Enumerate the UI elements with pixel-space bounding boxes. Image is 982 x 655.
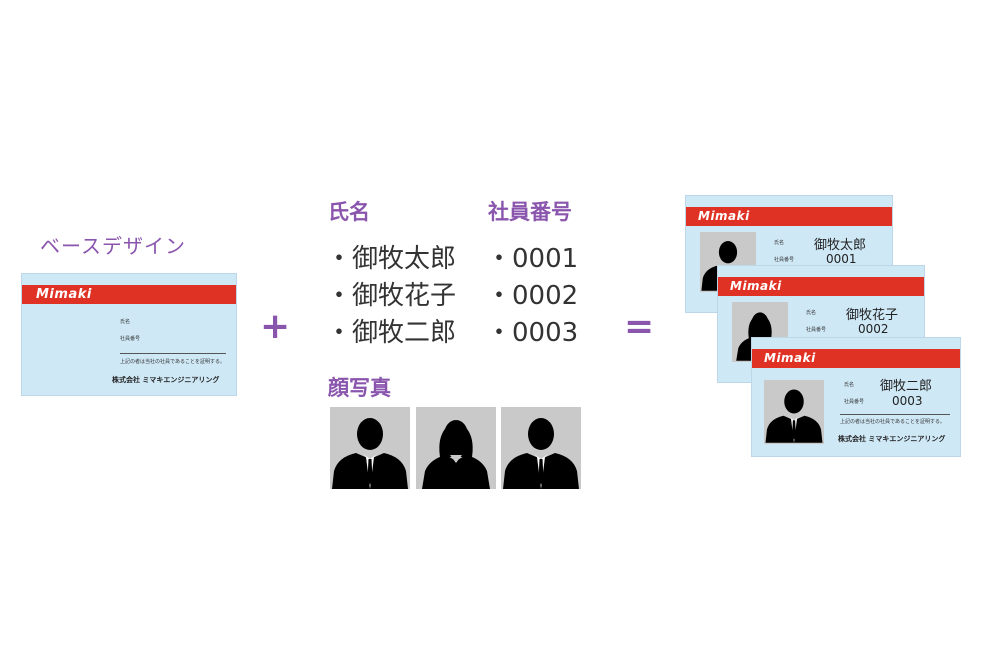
result-card: Mimaki 氏名 御牧二郎 社員番号 0003 上記の者は当社の社員であること… bbox=[752, 338, 960, 456]
employee-name: 御牧太郎 bbox=[814, 238, 867, 253]
field-name-label: 氏名 bbox=[774, 240, 785, 246]
brand-band bbox=[686, 207, 892, 226]
name-row: ・御牧太郎 bbox=[326, 244, 457, 274]
company-name: 株式会社 ミマキエンジニアリング bbox=[838, 435, 946, 443]
male-silhouette-icon bbox=[503, 418, 579, 489]
photo-male bbox=[501, 407, 581, 489]
employee-number: 0003 bbox=[892, 394, 923, 408]
company-name: 株式会社 ミマキエンジニアリング bbox=[112, 376, 220, 384]
photos-label: 顔写真 bbox=[328, 376, 391, 400]
employee-number: 0002 bbox=[858, 322, 889, 336]
field-name-label: 氏名 bbox=[844, 382, 855, 388]
brand-band bbox=[718, 277, 924, 296]
employee-name: 御牧二郎 bbox=[880, 379, 933, 394]
male-silhouette-icon bbox=[765, 389, 823, 443]
mimaki-logo: Mimaki bbox=[764, 351, 816, 365]
brand-band bbox=[22, 285, 236, 304]
number-row: ・0001 bbox=[486, 244, 579, 274]
number-row: ・0002 bbox=[486, 281, 579, 311]
card-photo bbox=[764, 380, 824, 444]
name-row: ・御牧二郎 bbox=[326, 318, 457, 348]
equals-sign: = bbox=[624, 306, 655, 347]
divider bbox=[120, 353, 226, 354]
male-silhouette-icon bbox=[332, 418, 408, 489]
employee-name: 御牧花子 bbox=[846, 308, 899, 323]
base-design-label: ベースデザイン bbox=[40, 234, 186, 258]
field-number-label: 社員番号 bbox=[806, 327, 827, 333]
number-row: ・0003 bbox=[486, 318, 579, 348]
plus-sign: + bbox=[260, 306, 291, 347]
mimaki-logo: Mimaki bbox=[36, 287, 92, 302]
field-name-label: 氏名 bbox=[120, 319, 131, 325]
employee-number: 0001 bbox=[826, 252, 857, 266]
name-row: ・御牧花子 bbox=[326, 281, 457, 311]
field-number-label: 社員番号 bbox=[120, 336, 141, 342]
footer-note: 上記の者は当社の社員であることを証明する。 bbox=[840, 419, 945, 425]
base-design-card: Mimaki 氏名 社員番号 上記の者は当社の社員であることを証明する。 株式会… bbox=[22, 274, 236, 395]
number-header: 社員番号 bbox=[488, 200, 572, 224]
brand-band bbox=[752, 349, 960, 368]
mimaki-logo: Mimaki bbox=[730, 279, 782, 293]
footer-note: 上記の者は当社の社員であることを証明する。 bbox=[120, 359, 225, 365]
field-number-label: 社員番号 bbox=[844, 399, 865, 405]
photo-male bbox=[330, 407, 410, 489]
divider bbox=[840, 414, 950, 415]
field-number-label: 社員番号 bbox=[774, 257, 795, 263]
mimaki-logo: Mimaki bbox=[698, 209, 750, 223]
photo-female bbox=[416, 407, 496, 489]
female-silhouette-icon bbox=[422, 420, 490, 489]
field-name-label: 氏名 bbox=[806, 310, 817, 316]
name-header: 氏名 bbox=[328, 200, 370, 224]
